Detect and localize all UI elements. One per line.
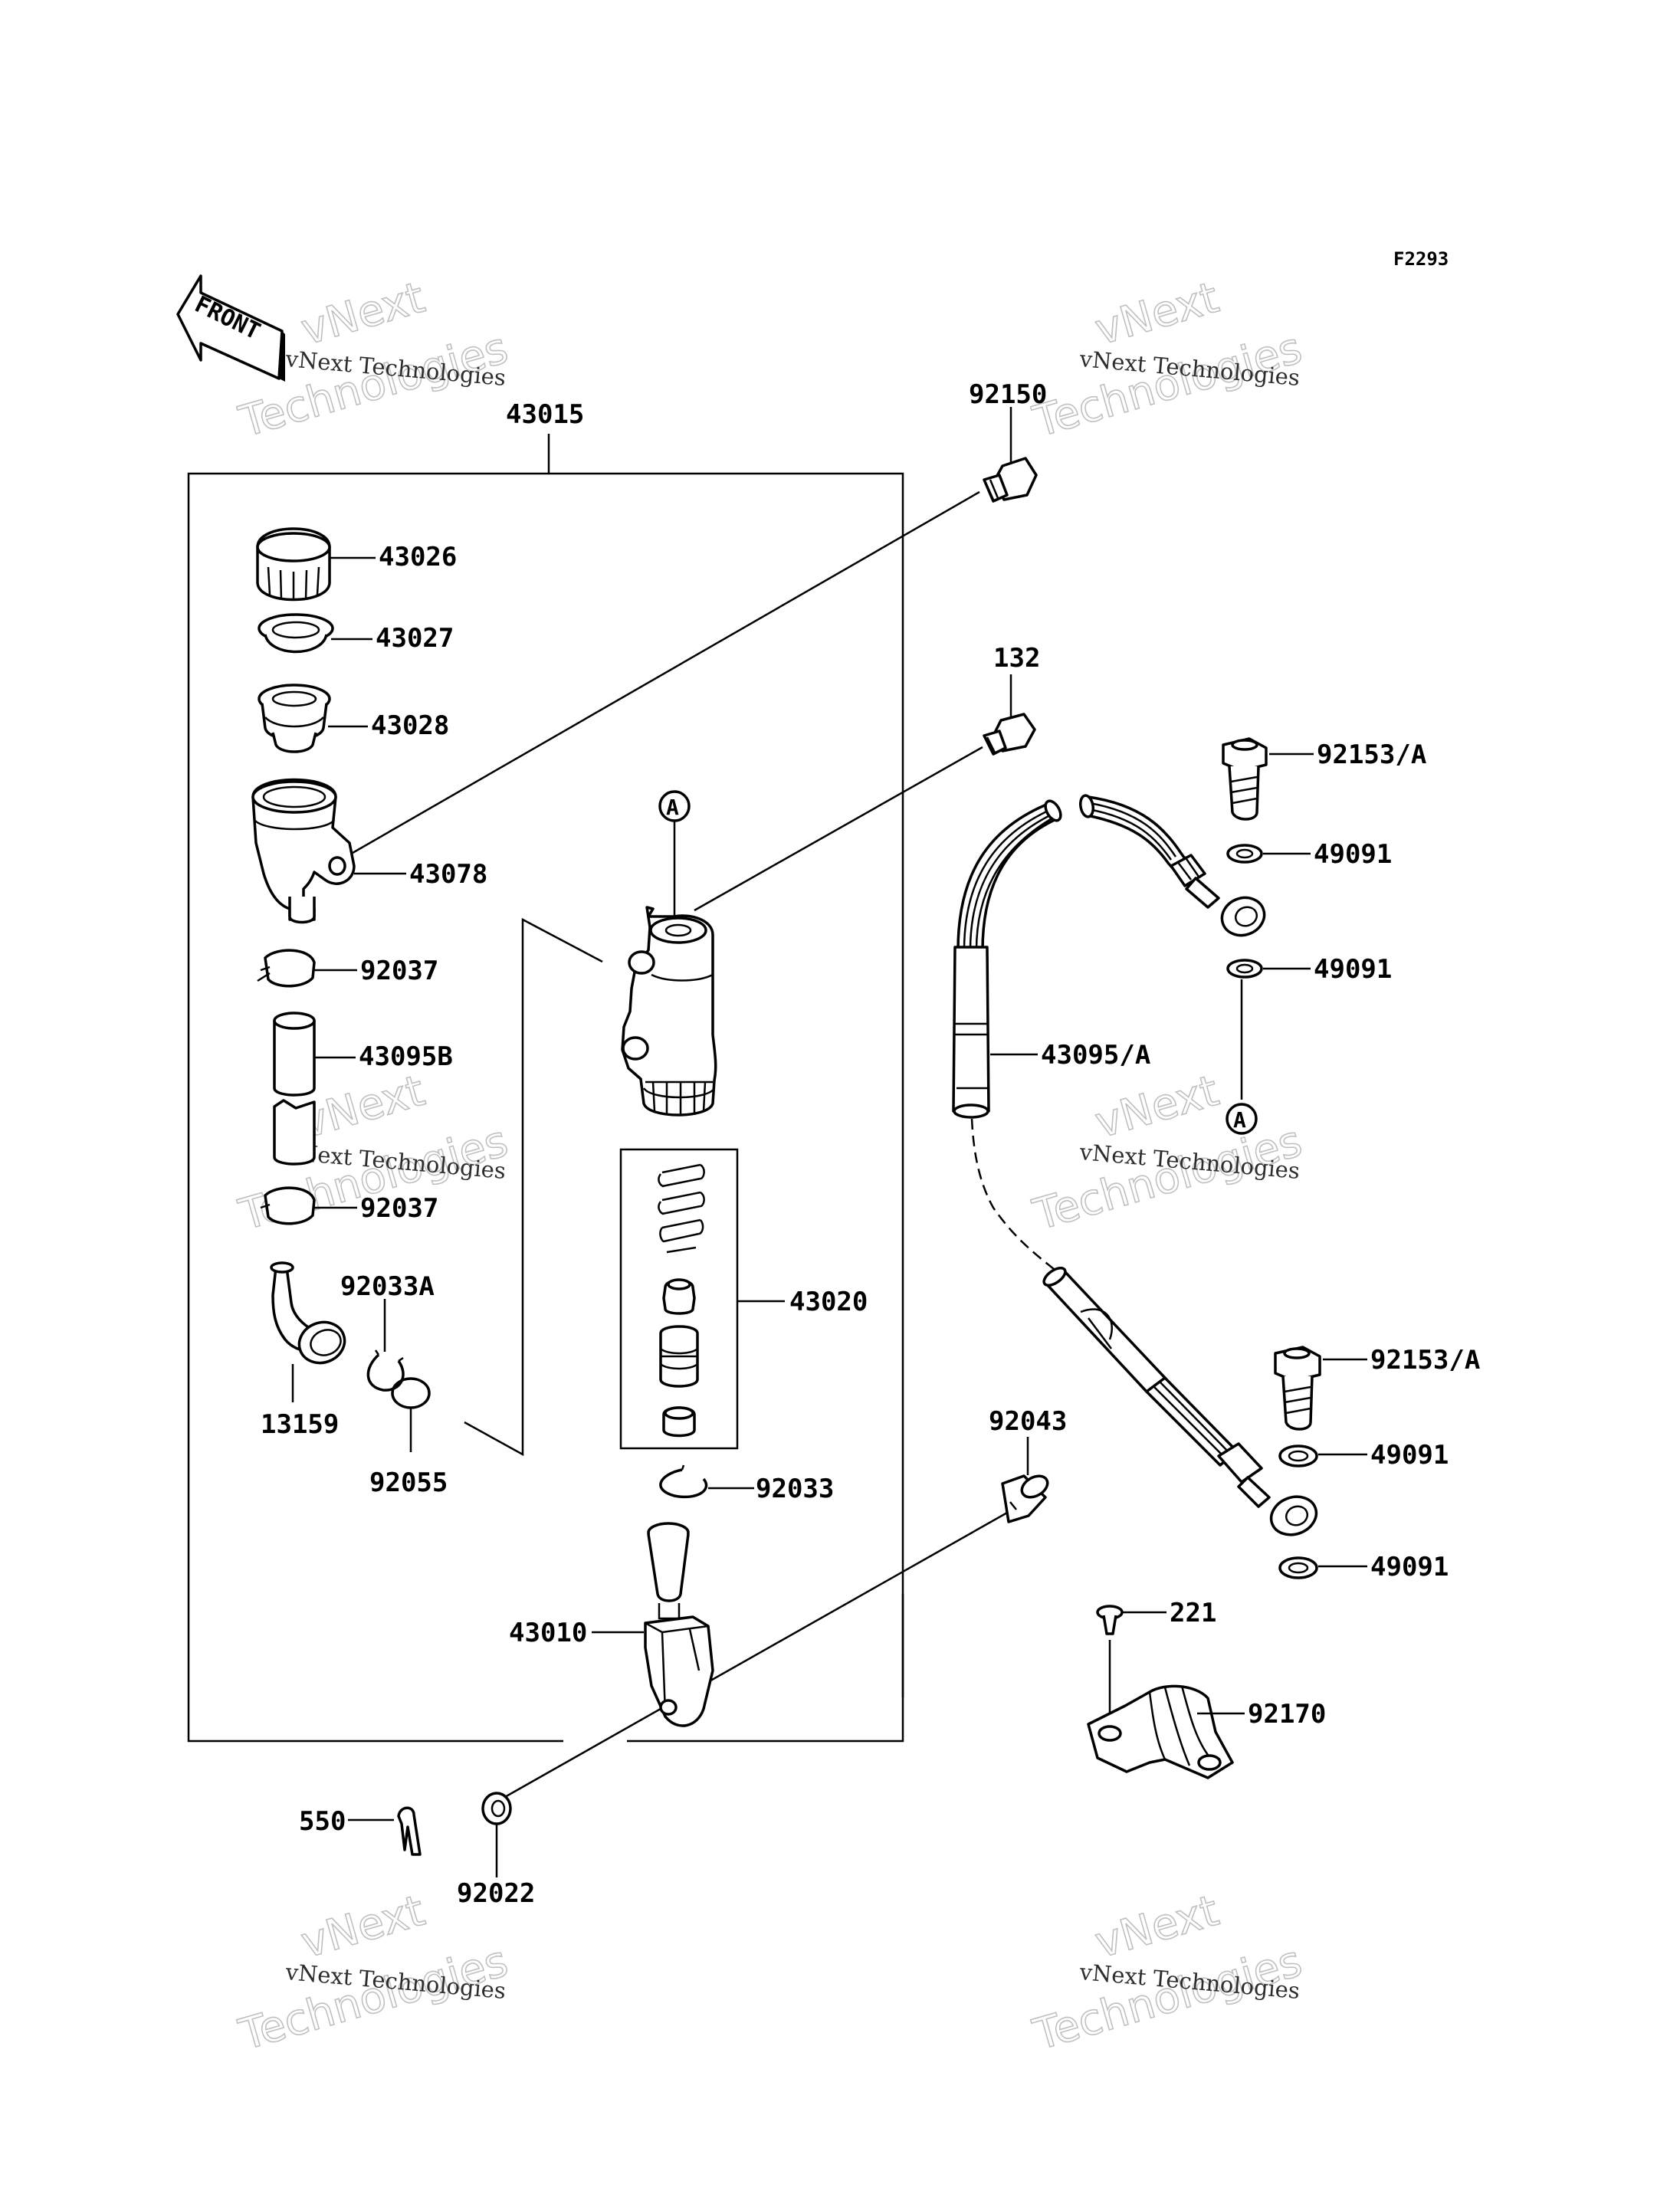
label-221: 221 [1170,1598,1216,1628]
washer-49091-d [1278,1556,1367,1579]
washer-49091-a [1226,844,1311,864]
svg-text:vNext: vNext [296,1886,430,1969]
leader-lines [352,407,1243,1802]
watermark-mid-right: vNext Technologies vNext Technologies [1027,1065,1308,1241]
label-92022: 92022 [457,1878,535,1909]
callout-a-upper: A [658,790,691,822]
push-rod-43010 [592,1522,714,1727]
washer-49091-b [1226,959,1311,979]
label-92055: 92055 [369,1467,448,1498]
cotter-pin-550 [348,1806,422,1856]
diaphragm-plate-43027 [258,613,334,654]
fitting-13159 [270,1261,346,1402]
master-cylinder-body [621,906,717,1117]
bolt-92150 [983,457,1038,503]
washer-92022 [481,1792,512,1877]
svg-text:vNext: vNext [296,1066,430,1149]
callout-a-right: A [1226,1103,1258,1135]
svg-text:A: A [1233,1107,1246,1133]
washer-49091-c [1278,1444,1367,1467]
reservoir-43078 [251,778,356,924]
front-arrow-icon: FRONT [176,274,285,382]
circlip-92033A [366,1299,405,1392]
circlip-92033 [659,1464,754,1499]
label-43010: 43010 [509,1618,587,1648]
banjo-bolt-92153-upper [1222,737,1314,821]
label-13159: 13159 [261,1409,339,1440]
label-92033: 92033 [756,1474,834,1504]
assembly-box-43015 [187,434,904,1743]
svg-text:vNext: vNext [1090,1066,1224,1149]
svg-text:vNext: vNext [1090,273,1224,356]
watermark-bottom-left: vNext Technologies vNext Technologies [233,1885,514,2061]
clamp-92037-upper [257,949,316,988]
label-49091-b: 49091 [1314,954,1392,985]
diaphragm-43028 [258,684,331,753]
watermark-top-right: vNext Technologies vNext Technologies [1027,272,1308,448]
svg-text:vNext: vNext [296,273,430,356]
clamp-92170 [1087,1684,1245,1779]
screw-221 [1096,1605,1166,1727]
label-550: 550 [299,1806,346,1837]
clamp-92037-lower [260,1186,316,1225]
label-49091-c: 49091 [1370,1440,1449,1471]
label-43027: 43027 [376,623,454,654]
o-ring-92055 [391,1377,431,1452]
brake-hose-43095A [952,794,1318,1536]
hose-43095B [273,1012,316,1166]
svg-text:vNext: vNext [1090,1886,1224,1969]
label-43095B: 43095B [359,1041,453,1072]
label-132: 132 [993,643,1040,674]
label-92150: 92150 [969,379,1047,410]
label-43095A: 43095/A [1041,1040,1150,1071]
label-92153A-upper: 92153/A [1317,739,1426,770]
label-43020: 43020 [789,1287,868,1317]
watermark-bottom-right: vNext Technologies vNext Technologies [1027,1885,1308,2061]
label-43078: 43078 [409,859,487,890]
label-92037-upper: 92037 [360,956,438,986]
banjo-bolt-92153-lower [1274,1346,1367,1431]
label-43026: 43026 [379,542,457,572]
label-43015: 43015 [506,399,584,430]
label-49091-d: 49091 [1370,1552,1449,1582]
reservoir-cap-43026 [256,527,331,602]
label-92037-lower: 92037 [360,1193,438,1224]
svg-text:A: A [666,795,679,820]
piston-kit-43020 [619,1148,785,1450]
bolt-132 [983,713,1036,756]
pin-92043 [1001,1474,1049,1523]
part-labels: 43015 92150 43026 43027 43028 43078 9203… [261,379,1480,1909]
label-92153A-lower: 92153/A [1370,1345,1480,1376]
figure-code: F2293 [1393,248,1449,270]
label-43028: 43028 [371,710,449,741]
label-92033A: 92033A [340,1271,435,1302]
label-92170: 92170 [1248,1699,1326,1730]
label-49091-a: 49091 [1314,839,1392,870]
label-92043: 92043 [989,1406,1067,1437]
